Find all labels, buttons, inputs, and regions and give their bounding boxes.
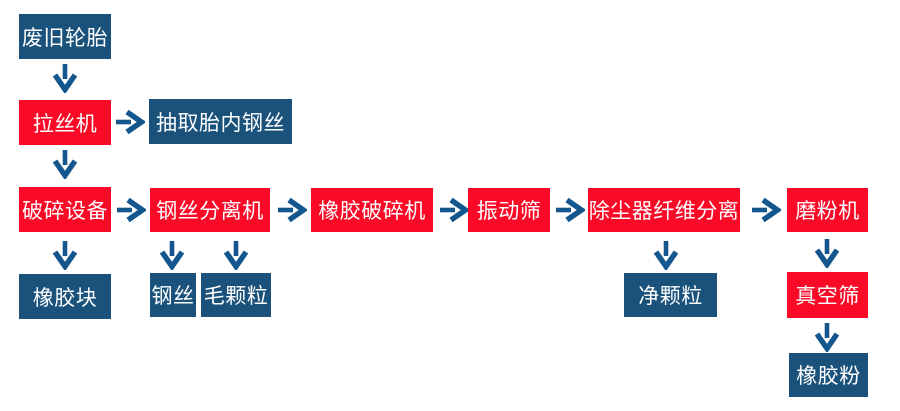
arrow-down-icon [814, 238, 840, 270]
node-wire-drawing-machine: 拉丝机 [19, 100, 111, 145]
node-clean-granules: 净颗粒 [624, 273, 717, 317]
node-steel-wire-separator: 钢丝分离机 [150, 188, 270, 232]
node-rubber-blocks: 橡胶块 [19, 274, 111, 319]
node-rubber-powder: 橡胶粉 [789, 353, 868, 397]
arrow-down-icon [814, 322, 840, 354]
arrow-right-icon [115, 109, 147, 135]
node-vacuum-screen: 真空筛 [787, 272, 868, 318]
node-rough-granules: 毛颗粒 [201, 273, 271, 317]
arrow-right-icon [439, 197, 471, 223]
arrow-down-icon [223, 240, 249, 272]
arrow-down-icon [52, 240, 78, 272]
node-vibrating-screen: 振动筛 [468, 188, 550, 232]
node-grinding-machine: 磨粉机 [787, 188, 868, 232]
node-rubber-crusher: 橡胶破碎机 [311, 188, 433, 232]
node-dust-collector-fiber-separation: 除尘器纤维分离 [588, 188, 740, 232]
arrow-right-icon [555, 197, 587, 223]
arrow-right-icon [277, 197, 309, 223]
arrow-down-icon [52, 63, 78, 95]
node-extract-tire-steel-wire: 抽取胎内钢丝 [149, 99, 292, 144]
arrow-down-icon [52, 149, 78, 181]
arrow-down-icon [653, 240, 679, 272]
arrow-right-icon [751, 197, 783, 223]
node-crushing-equipment: 破碎设备 [19, 187, 111, 232]
arrow-right-icon [116, 197, 148, 223]
node-steel-wire: 钢丝 [150, 273, 196, 317]
node-waste-tires: 废旧轮胎 [19, 14, 111, 59]
arrow-down-icon [159, 240, 185, 272]
